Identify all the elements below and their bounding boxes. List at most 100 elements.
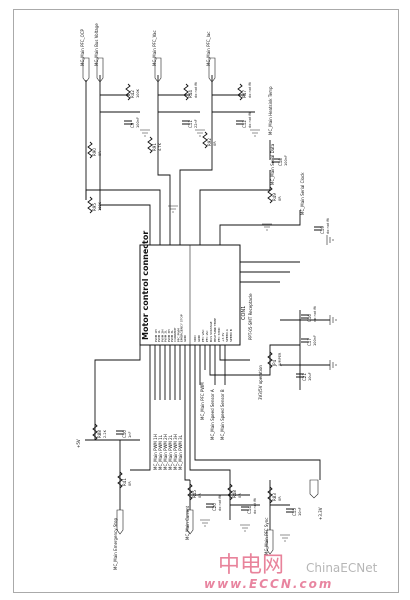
connector-pin-right: BUS VOLTAGE bbox=[209, 321, 213, 342]
net-label: MC_Main Bus Voltage bbox=[94, 23, 99, 66]
net-label: MC_Main PWM 2H bbox=[163, 434, 168, 470]
watermark: 中电网 ChinaECNet www.ECCN.com bbox=[204, 553, 378, 591]
component-value: 100K bbox=[136, 88, 140, 98]
resistor-symbol bbox=[87, 196, 93, 214]
capacitor-symbol bbox=[241, 506, 249, 511]
resistor-symbol bbox=[147, 136, 153, 154]
component-ref: C11 bbox=[188, 120, 193, 128]
resistor-symbol bbox=[117, 471, 123, 489]
component-ref: R83 bbox=[272, 493, 277, 501]
supply-3v3-label: +3.3V bbox=[318, 507, 323, 520]
resistor-symbol bbox=[92, 423, 98, 441]
component-ref: C14 bbox=[247, 506, 252, 514]
component-ref: R44 bbox=[188, 90, 193, 98]
connector-pin-left: GND bbox=[183, 334, 187, 342]
component-value: 10uF bbox=[308, 372, 312, 381]
component-ref: R95 bbox=[92, 203, 97, 211]
net-label: MC_Main Emergency Stop bbox=[113, 518, 118, 570]
net-label: MC_Main PFC_OCP bbox=[80, 28, 85, 66]
connector-pin-right: PFC VAC bbox=[201, 329, 205, 342]
component-value: do not fit bbox=[313, 305, 317, 322]
component-ref: R92 bbox=[207, 138, 212, 146]
resistor-symbol bbox=[202, 131, 208, 149]
component-ref: C19 bbox=[320, 226, 325, 234]
component-value: 100nF bbox=[313, 335, 317, 346]
connector-pin-left: CURRENT bbox=[173, 327, 177, 342]
component-ref: R49 bbox=[272, 193, 277, 201]
component-value: do not fit bbox=[194, 81, 198, 98]
component-ref: R48 bbox=[232, 490, 237, 498]
watermark-cn-text: 中电网 bbox=[218, 553, 284, 578]
component-value: 100nF bbox=[136, 117, 140, 128]
connector-pin-right: HEATSINK TEMP bbox=[213, 318, 217, 342]
net-label: MC_Main PFC_Iac bbox=[206, 32, 211, 66]
connector-part: PPT-05-SMT Receptacle bbox=[248, 293, 253, 340]
supply-5v-label: +5V bbox=[76, 439, 81, 448]
component-value: do not fit bbox=[326, 217, 330, 234]
component-value: 100K bbox=[98, 201, 102, 211]
resistor-symbol bbox=[227, 483, 233, 501]
component-value: 0R bbox=[238, 493, 242, 498]
capacitor-symbol bbox=[296, 373, 304, 378]
component-ref: C18 bbox=[278, 158, 283, 166]
connector-pin-left: PWM 3H bbox=[167, 330, 171, 342]
capacitor-symbol bbox=[116, 430, 124, 435]
component-ref: C20 bbox=[212, 503, 217, 511]
component-value: 100nF bbox=[284, 155, 288, 166]
net-label: MC_Main Serial Data bbox=[270, 143, 275, 185]
connector-pin-left: PWM 3L bbox=[170, 330, 174, 342]
connector-pin-left: PWM 1L bbox=[157, 330, 161, 342]
component-ref: R41 bbox=[122, 478, 127, 486]
net-label: MC_Main Speed Sensor B bbox=[220, 389, 225, 440]
component-value: 0R bbox=[213, 141, 217, 146]
component-value: do not fit bbox=[248, 81, 252, 98]
component-value: 0R bbox=[278, 196, 282, 201]
net-label: MC_Main PWM 3H bbox=[173, 434, 178, 470]
component-ref: C16 bbox=[307, 314, 312, 322]
connector-pin-left: EMERGENCY STOP bbox=[180, 314, 184, 342]
component-value: 22nF bbox=[194, 119, 198, 128]
net-label: MC_Main Serial Clock bbox=[300, 172, 305, 215]
connector-pin-left: PWM 1H bbox=[154, 330, 158, 342]
component-ref: R88 bbox=[97, 430, 102, 438]
net-label: MC_Main PWM 2L bbox=[168, 434, 173, 470]
connector-pin-right: PFC IAC bbox=[205, 330, 209, 342]
connector-pin-right: VDD bbox=[193, 335, 197, 342]
component-ref: R47 bbox=[242, 90, 247, 98]
net-label: MC_Main PFC Sync bbox=[264, 518, 269, 555]
component-value: 1nF bbox=[128, 432, 132, 438]
net-label: MC_Main PFC PWM bbox=[200, 382, 205, 420]
capacitor-symbol bbox=[286, 508, 294, 513]
connector-ref: CON1 bbox=[241, 306, 247, 320]
component-value: 2.2K bbox=[103, 429, 107, 438]
net-label: MC_Main PWM 3L bbox=[178, 434, 183, 470]
connector-pin-right: PFC SYNC bbox=[217, 327, 221, 342]
component-value: do not fit bbox=[253, 497, 257, 514]
connector-pin-right: SPEED B bbox=[229, 329, 233, 342]
component-value: 0R bbox=[278, 496, 282, 501]
capacitor-symbol bbox=[314, 226, 322, 231]
resistor-symbol bbox=[267, 186, 273, 204]
component-ref: R90 bbox=[92, 148, 97, 156]
capacitor-symbol bbox=[272, 158, 280, 163]
resistor-symbol bbox=[125, 83, 131, 101]
connector-pin-left: PFC PWM bbox=[176, 328, 180, 342]
capacitor-symbol bbox=[182, 120, 190, 125]
connector-title: Motor control connector bbox=[141, 231, 150, 340]
component-value: do not fit bbox=[248, 111, 252, 128]
watermark-url: www.ECCN.com bbox=[204, 577, 333, 591]
component-ref: C12 bbox=[242, 120, 247, 128]
component-value: 0R bbox=[98, 151, 102, 156]
capacitor-symbol bbox=[236, 120, 244, 125]
net-label: MC_Main Current bbox=[185, 505, 190, 540]
component-value: 10nF bbox=[298, 507, 302, 516]
component-value: 0R bbox=[198, 493, 202, 498]
jumper-note: 3V3/5V operation bbox=[258, 365, 263, 400]
capacitor-symbol bbox=[206, 503, 214, 508]
resistor-symbol bbox=[267, 351, 273, 369]
capacitor-symbol bbox=[301, 314, 309, 319]
connector-pin-right: GND bbox=[197, 334, 201, 342]
connector-pin-right: SPEED A bbox=[225, 328, 229, 342]
component-ref: C9 bbox=[130, 122, 135, 128]
